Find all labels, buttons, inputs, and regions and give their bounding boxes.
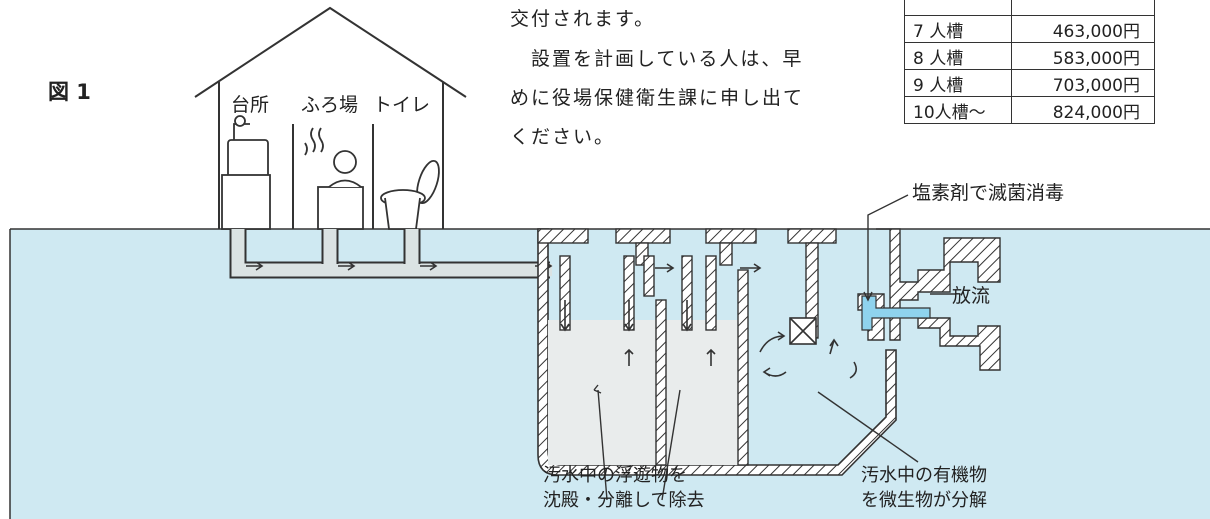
chlorine-callout: 塩素剤で滅菌消毒 [912,182,1065,204]
septic-tank [537,228,1001,476]
flow-arrows [560,263,858,379]
notice-line-4: ください。 [510,126,616,148]
room-label-bath: ふろ場 [301,94,359,116]
amount-cell: 824,000円 [1011,96,1155,124]
kitchen-sink-icon [221,115,271,230]
room-label-toilet: トイレ [373,94,431,116]
notice-line-2: 設置を計画している人は、早 [510,48,804,70]
tank-size-cell: 8 人槽 [904,42,1012,70]
notice-line-1: 交付されます。 [510,8,656,30]
amount-cell: 463,000円 [1011,15,1155,43]
room-label-kitchen: 台所 [231,94,270,116]
table-row [904,0,1155,16]
house [194,6,467,229]
toilet-icon [380,159,440,230]
amount-cell: 583,000円 [1011,42,1155,70]
table-row: 9 人槽 703,000円 [904,69,1155,97]
settling-callout-line-1: 汚水中の浮遊物を [543,465,687,486]
tank-size-cell: 7 人槽 [904,15,1012,43]
table-row: 7 人槽 463,000円 [904,15,1155,43]
table-row: 8 人槽 583,000円 [904,42,1155,70]
table-row: 10人槽～ 824,000円 [904,96,1155,124]
discharge-label: 放流 [952,285,991,307]
subsidy-fee-table: 7 人槽 463,000円 8 人槽 583,000円 9 人槽 703,000… [904,0,1155,124]
tank-size-cell: 9 人槽 [904,69,1012,97]
settling-callout-line-2: 沈殿・分離して除去 [543,490,705,511]
tank-size-cell: 10人槽～ [904,96,1012,124]
organic-callout-line-1: 汚水中の有機物 [861,465,987,486]
amount-cell [1011,0,1155,16]
sludge-chamber-2 [666,320,738,465]
callout-lines [593,194,956,501]
tank-size-cell [904,0,1012,16]
inflow-pipes [229,229,553,279]
organic-callout-line-2: を微生物が分解 [861,490,987,511]
bath-icon [304,127,364,230]
discharge-water [861,295,931,331]
contact-media-icon [789,317,817,345]
figure-label: 図 1 [48,80,91,104]
notice-line-3: めに役場保健衛生課に申し出て [510,87,805,109]
amount-cell: 703,000円 [1011,69,1155,97]
